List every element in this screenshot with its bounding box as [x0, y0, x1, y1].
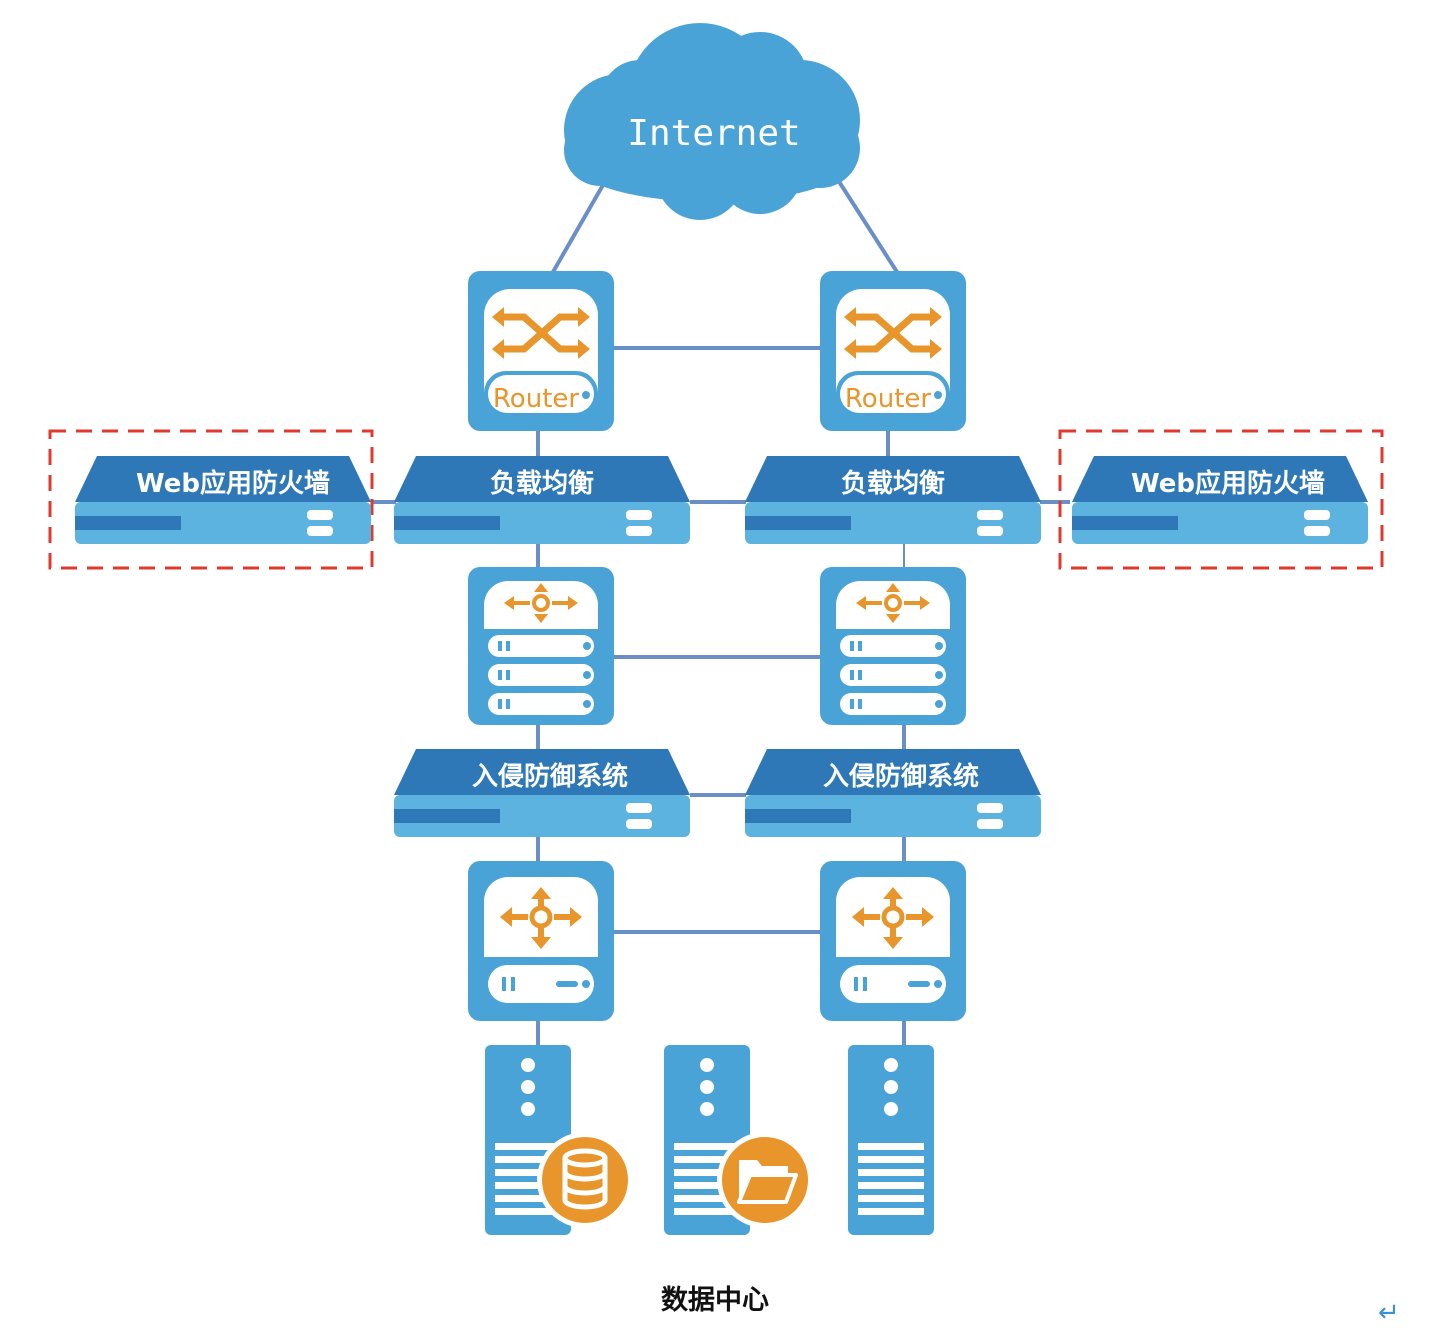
waf-left: Web应用防火墙	[75, 456, 371, 544]
router-left: Router	[468, 271, 614, 431]
ips-left: 入侵防御系统	[394, 749, 690, 837]
ips-left-label: 入侵防御系统	[472, 761, 628, 792]
router-right-label: Router	[845, 384, 931, 414]
switch-four-arrows-icon	[468, 861, 614, 1021]
access-switch-right	[820, 861, 966, 1021]
waf-left-highlight	[48, 429, 374, 570]
load-balancer-right: 负载均衡	[745, 456, 1041, 544]
diagram-caption: 数据中心	[661, 1285, 769, 1316]
router-right: Router	[820, 271, 966, 431]
paragraph-return-mark: ↵	[1378, 1298, 1400, 1328]
ips-right: 入侵防御系统	[745, 749, 1041, 837]
database-server	[485, 1045, 633, 1235]
waf-left-label: Web应用防火墙	[136, 468, 330, 499]
waf-right-highlight	[1058, 429, 1384, 570]
database-icon	[537, 1132, 633, 1228]
file-server	[664, 1045, 813, 1235]
switch-four-arrows-icon	[820, 861, 966, 1021]
access-switch-left	[468, 861, 614, 1021]
load-balancer-left: 负载均衡	[394, 456, 690, 544]
router-left-label: Router	[493, 384, 579, 414]
ips-right-label: 入侵防御系统	[823, 761, 979, 792]
app-server	[848, 1045, 934, 1235]
waf-right-label: Web应用防火墙	[1131, 468, 1325, 499]
load-balancer-left-label: 负载均衡	[490, 468, 594, 499]
load-balancer-right-label: 负载均衡	[841, 468, 945, 499]
folder-icon	[717, 1132, 813, 1228]
network-links	[372, 178, 1070, 1046]
switch-four-arrows-icon	[466, 565, 616, 727]
core-switch-left	[466, 565, 616, 727]
internet-cloud: Internet	[564, 23, 860, 220]
waf-right: Web应用防火墙	[1072, 456, 1368, 544]
cloud-label: Internet	[627, 113, 800, 154]
switch-four-arrows-icon	[818, 565, 968, 727]
core-switch-right	[818, 565, 968, 727]
